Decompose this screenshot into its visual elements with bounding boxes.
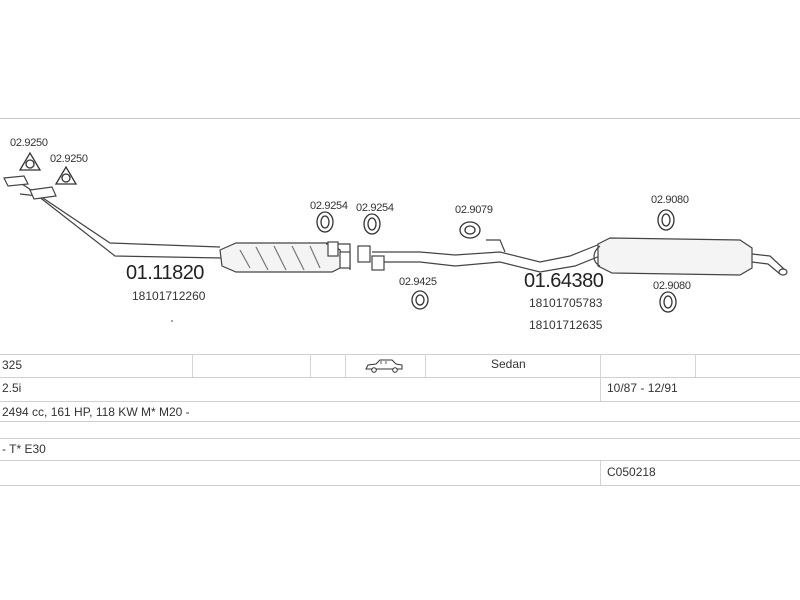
rear-silencer: [597, 237, 753, 276]
clamp-code-4: 02.9254: [356, 202, 394, 214]
table-row-line: [0, 438, 800, 439]
mount-icon-1: [657, 209, 675, 231]
clamp-icon-2: [54, 165, 78, 185]
sedan-car-icon: [364, 359, 404, 378]
clamp-icon-4: [411, 290, 429, 310]
clamp-code-5: 02.9079: [455, 204, 493, 216]
clamp-code-7: 02.9080: [651, 194, 689, 206]
gasket-icon-2: [363, 213, 381, 235]
table-divider: [695, 354, 696, 377]
table-row-line: [0, 401, 800, 402]
mount-icon-2: [659, 291, 677, 313]
series-cell: - T* E30: [2, 442, 46, 456]
table-divider: [192, 354, 193, 377]
flange-left-2: [29, 186, 57, 200]
top-frame-line: [0, 118, 800, 119]
part-code-catalyst: 01.11820: [126, 262, 204, 284]
reference-cell: C050218: [607, 465, 656, 479]
clamp-code-3: 02.9254: [310, 200, 348, 212]
clamp-code-8: 02.9080: [653, 280, 691, 292]
clamp-code-1: 02.9250: [10, 137, 48, 149]
front-downpipe-lower: [19, 193, 223, 259]
model-cell: 325: [2, 358, 23, 372]
oem-number: 18101712635: [529, 318, 603, 332]
oem-number: 18101705783: [529, 296, 603, 310]
catalytic-converter: [219, 242, 345, 273]
table-divider: [425, 354, 426, 377]
gasket-icon-1: [316, 211, 334, 233]
exhaust-diagram: [3, 151, 788, 322]
clamp-icon-3: [459, 221, 481, 239]
part-code-rear-silencer: 01.64380: [524, 270, 604, 292]
body-type-cell: Sedan: [491, 357, 526, 371]
table-divider: [600, 377, 601, 401]
engine-cell: 2.5i: [2, 381, 22, 395]
clamp-icon-1: [18, 151, 42, 171]
spec-cell: 2494 cc, 161 HP, 118 KW M* M20 -: [2, 405, 190, 419]
table-row-line: [0, 377, 800, 378]
table-divider: [345, 354, 346, 377]
table-divider: [600, 460, 601, 485]
table-divider: [310, 354, 311, 377]
table-row-line: [0, 421, 800, 422]
table-divider: [600, 354, 601, 377]
table-row-line: [0, 354, 800, 355]
tail-pipe: [751, 253, 786, 271]
clamp-code-6: 02.9425: [399, 276, 437, 288]
years-cell: 10/87 - 12/91: [607, 381, 678, 395]
table-row-line: [0, 460, 800, 461]
middle-pipe: [372, 243, 601, 263]
flange-left-1: [3, 175, 29, 187]
oem-number: 18101712260: [132, 289, 206, 303]
clamp-code-2: 02.9250: [50, 153, 88, 165]
table-row-line: [0, 485, 800, 486]
